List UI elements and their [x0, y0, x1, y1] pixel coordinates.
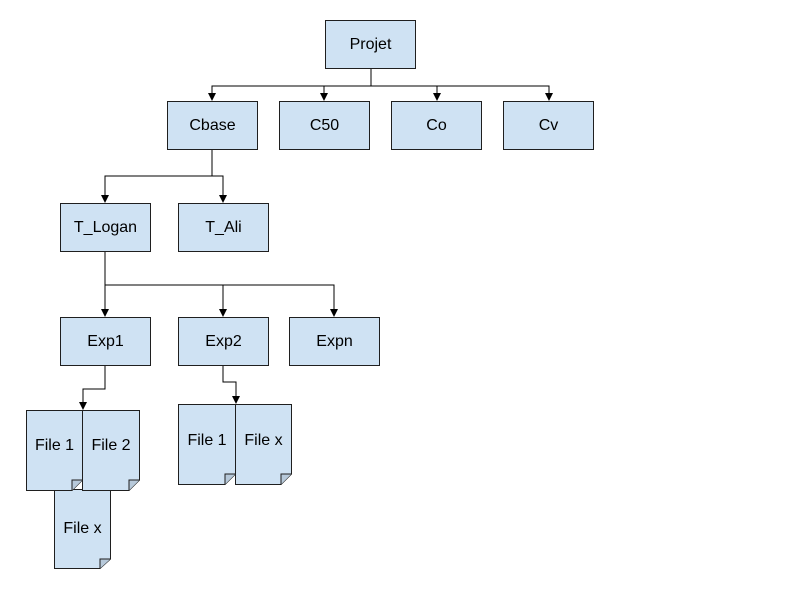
- node-label: Expn: [316, 332, 353, 350]
- doc-exp1-file-1[interactable]: File 1: [26, 410, 83, 491]
- node-projet[interactable]: Projet: [325, 20, 416, 69]
- doc-label: File 1: [187, 431, 227, 449]
- node-label: Co: [426, 116, 447, 134]
- node-t-logan[interactable]: T_Logan: [60, 203, 151, 252]
- doc-label: File 1: [34, 436, 75, 454]
- node-cbase[interactable]: Cbase: [167, 101, 258, 150]
- node-label: Cbase: [189, 116, 236, 134]
- edge-projet-cbase: [208, 68, 372, 101]
- node-label: C50: [309, 116, 340, 134]
- doc-exp2-file-1[interactable]: File 1: [178, 404, 236, 485]
- doc-exp1-file-x[interactable]: File x: [54, 489, 111, 569]
- edge-cbase-tali: [212, 175, 227, 203]
- document-icon: [26, 410, 83, 491]
- edge-projet-co: [371, 85, 441, 101]
- edge-exp2-files: [222, 365, 240, 404]
- edge-tlogan-exp2: [105, 284, 227, 317]
- node-c50[interactable]: C50: [279, 101, 370, 150]
- node-cv[interactable]: Cv: [503, 101, 594, 150]
- doc-label: File x: [244, 431, 283, 449]
- node-exp2[interactable]: Exp2: [178, 317, 269, 366]
- doc-exp1-file-2[interactable]: File 2: [82, 410, 140, 491]
- node-label: T_Ali: [205, 218, 242, 236]
- node-exp1[interactable]: Exp1: [60, 317, 151, 366]
- document-icon: [178, 404, 236, 485]
- document-icon: [82, 410, 140, 491]
- document-icon: [235, 404, 292, 485]
- doc-label: File 2: [91, 436, 131, 454]
- doc-exp2-file-x[interactable]: File x: [235, 404, 292, 485]
- node-label: Cv: [538, 116, 559, 134]
- edge-tlogan-expn: [223, 284, 338, 317]
- node-expn[interactable]: Expn: [289, 317, 380, 366]
- edge-projet-cv: [437, 85, 553, 101]
- edge-exp1-files: [79, 365, 106, 410]
- node-label: Exp1: [87, 332, 124, 350]
- edge-cbase-tlogan: [101, 149, 213, 203]
- document-icon: [54, 489, 111, 569]
- doc-label: File x: [63, 520, 102, 537]
- node-label: T_Logan: [73, 218, 138, 236]
- node-label: Projet: [349, 35, 392, 53]
- node-co[interactable]: Co: [391, 101, 482, 150]
- node-label: Exp2: [205, 332, 242, 350]
- node-t-ali[interactable]: T_Ali: [178, 203, 269, 252]
